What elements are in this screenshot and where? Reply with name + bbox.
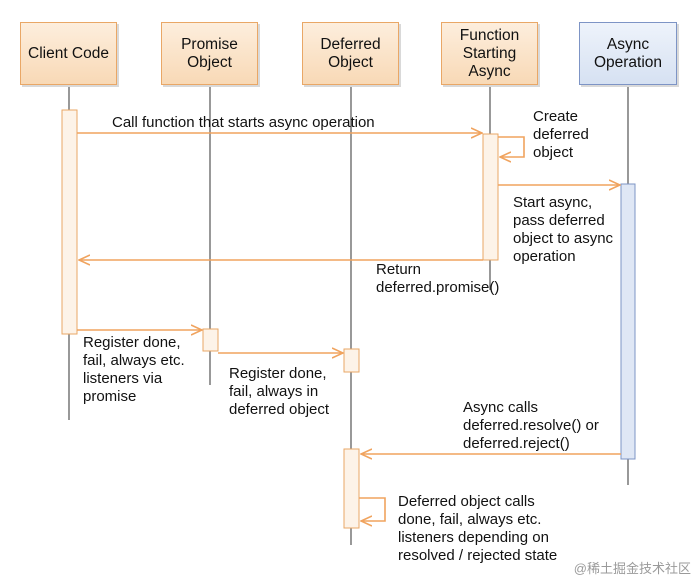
message-call-listeners: Deferred object calls done, fail, always…: [398, 493, 558, 564]
participant-client-code: Client Code: [20, 22, 117, 85]
participant-promise-object: Promise Object: [161, 22, 258, 85]
message-call-function: Call function that starts async operatio…: [112, 114, 375, 131]
arrow-create-deferred: [498, 136, 525, 157]
participant-function-starting-async: Function Starting Async: [441, 22, 538, 85]
activation-function: [482, 133, 499, 261]
message-start-async: Start async, pass deferred object to asy…: [513, 194, 614, 265]
activation-client: [61, 109, 78, 335]
message-resolve-reject: Async calls deferred.resolve() or deferr…: [463, 399, 599, 452]
participant-deferred-object: Deferred Object: [302, 22, 399, 85]
activation-async: [620, 183, 636, 460]
message-register-in-deferred: Register done, fail, always in deferred …: [229, 365, 330, 418]
arrow-call-listeners: [359, 497, 386, 521]
message-create-deferred: Create deferred object: [533, 108, 589, 161]
activation-deferred-1: [343, 348, 360, 373]
activation-deferred-2: [343, 448, 360, 529]
participant-async-operation: Async Operation: [579, 22, 677, 85]
watermark: @稀土掘金技术社区: [573, 561, 691, 576]
message-return-promise: Return deferred.promise(): [376, 261, 500, 296]
message-register-via-promise: Register done, fail, always etc. listene…: [83, 334, 185, 405]
activation-promise: [202, 328, 219, 352]
